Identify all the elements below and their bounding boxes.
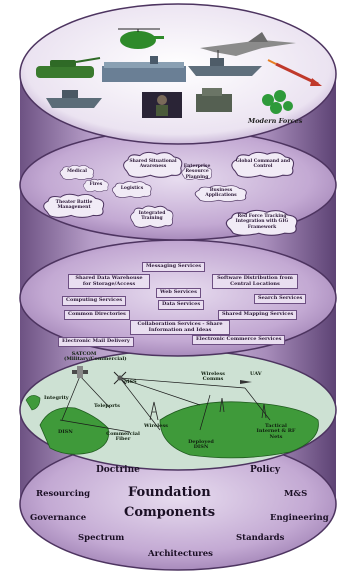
application-cloud: Fires xyxy=(82,178,110,192)
foundation-item: M&S xyxy=(284,489,308,499)
aircraft-carrier-icon xyxy=(102,56,186,82)
network-label: Deployed DISN xyxy=(188,439,214,451)
tank-icon xyxy=(36,57,101,78)
foundation-item: Governance xyxy=(30,513,87,523)
network-label: Tactical Internet & RF Nets xyxy=(256,423,296,440)
application-cloud: Medical xyxy=(58,164,96,180)
clover-icon xyxy=(262,90,293,114)
service-box: Collaboration Services - Share Informati… xyxy=(130,320,230,335)
cloud-label: Fires xyxy=(89,182,103,188)
network-label: SATCOM (Military/Commercial) xyxy=(64,351,127,363)
service-box: Web Services xyxy=(156,288,201,298)
service-box: Messaging Services xyxy=(142,262,206,272)
cloud-label: Medical xyxy=(66,169,88,175)
service-box: Electronic Mail Delivery xyxy=(58,337,134,347)
service-box: Data Services xyxy=(158,300,205,310)
service-box: Common Directories xyxy=(64,310,130,320)
network-links xyxy=(59,375,271,433)
ground-vehicle-icon xyxy=(196,88,232,112)
cloud-label: Theater Battle Management xyxy=(55,199,93,210)
cloud-label: Business Applications xyxy=(205,187,237,198)
continent-right xyxy=(159,401,319,459)
network-label: Commercial Fiber xyxy=(106,431,140,443)
foundation-title-line2: Components xyxy=(124,505,216,520)
network-label: MSS xyxy=(124,379,137,385)
application-cloud: Enterprise Resource Planning xyxy=(180,164,214,180)
cloud-label: Global Command and Control xyxy=(235,158,291,169)
antenna-icon xyxy=(219,397,267,419)
cloud-label: Logistics xyxy=(120,186,144,192)
network-label: Teleports xyxy=(94,403,120,409)
service-box: Shared Mapping Services xyxy=(218,310,298,320)
network-label: Integrity xyxy=(44,395,69,401)
network-label: DISN xyxy=(58,429,73,435)
foundation-item: Standards xyxy=(236,533,285,543)
foundation-item: Resourcing xyxy=(36,489,91,499)
network-label: UAV xyxy=(250,371,262,377)
destroyer-icon xyxy=(46,90,102,108)
uav-icon xyxy=(240,380,252,384)
foundation-title-line1: Foundation xyxy=(128,485,211,500)
application-cloud: Global Command and Control xyxy=(228,150,298,178)
network-label: Wireless Comms xyxy=(201,371,225,383)
application-cloud: Shared Situational Awareness xyxy=(120,150,186,178)
fighter-jet-icon xyxy=(200,32,296,56)
island-icon xyxy=(25,395,41,411)
soldier-icon xyxy=(142,92,182,118)
helicopter-icon xyxy=(118,28,164,49)
service-box: Software Distribution from Central Locat… xyxy=(212,274,298,289)
cloud-label: Red Force Tracking Integration with GIG … xyxy=(235,214,289,230)
application-cloud: Theater Battle Management xyxy=(40,192,108,218)
cloud-label: Enterprise Resource Planning xyxy=(183,164,211,180)
application-cloud: Logistics xyxy=(110,180,154,198)
service-box: Electronic Commerce Services xyxy=(192,335,286,345)
application-cloud: Red Force Tracking Integration with GIG … xyxy=(222,208,302,236)
cloud-label: Integrated Training xyxy=(138,210,166,221)
service-box: Search Services xyxy=(254,294,307,304)
application-cloud: Business Applications xyxy=(192,184,250,202)
platforms-caption: Modern Forces xyxy=(248,117,303,125)
radio-tower-icon xyxy=(149,401,159,421)
foundation-item: Policy xyxy=(250,465,281,475)
foundation-item: Spectrum xyxy=(78,533,125,543)
service-box: Computing Services xyxy=(62,296,127,306)
application-cloud: Integrated Training xyxy=(128,204,176,228)
foundation-item: Doctrine xyxy=(96,465,140,475)
network-label: Wireless xyxy=(144,423,168,429)
mss-satellite-icon xyxy=(113,371,127,385)
warship-icon xyxy=(188,50,262,76)
satellite-icon xyxy=(72,366,88,378)
foundation-item: Engineering xyxy=(270,513,329,523)
missile-icon xyxy=(267,59,322,86)
cloud-label: Shared Situational Awareness xyxy=(129,158,177,169)
foundation-item: Architectures xyxy=(148,549,213,559)
service-box: Shared Data Warehouse for Storage/Access xyxy=(68,274,150,289)
